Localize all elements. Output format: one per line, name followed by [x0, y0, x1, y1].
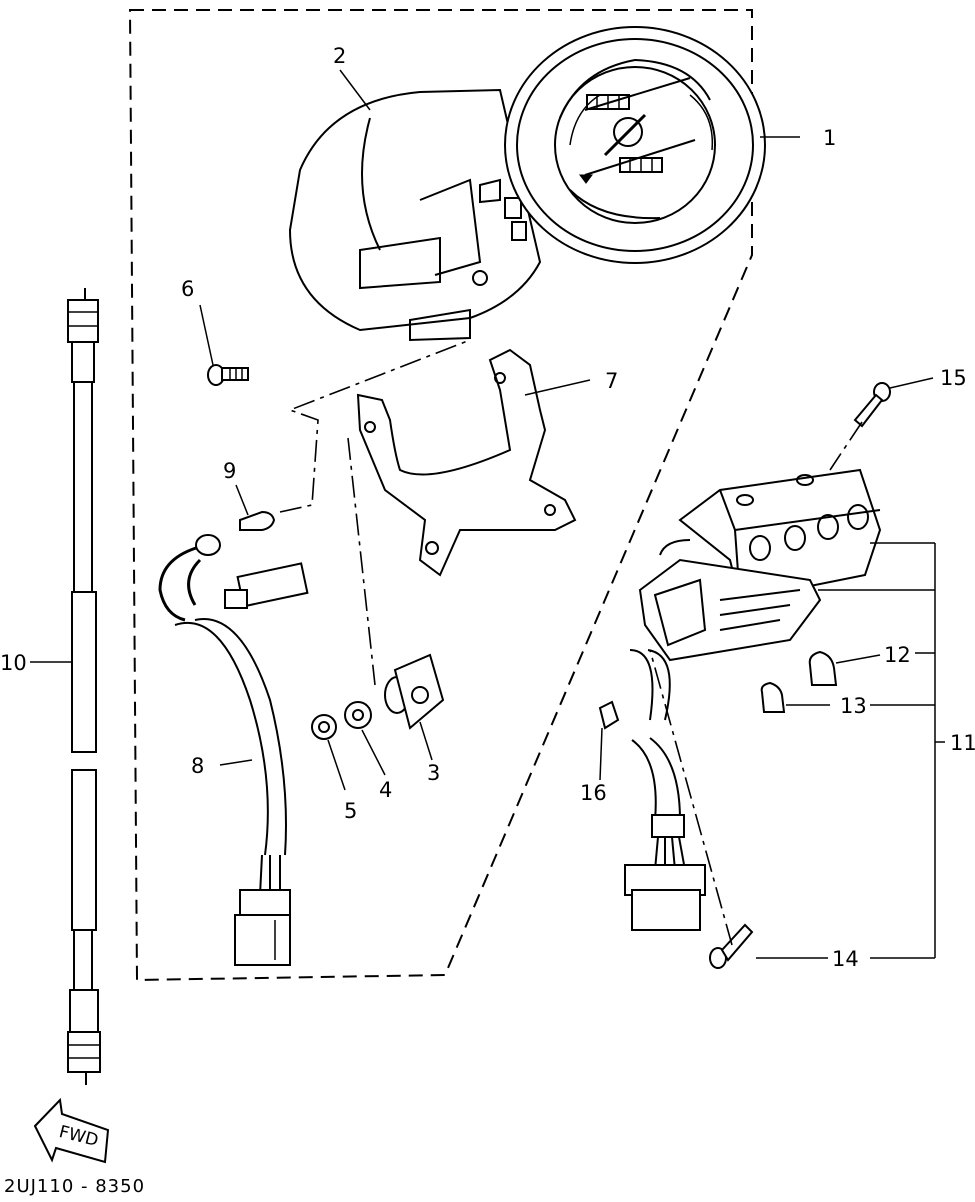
callout-1: 1	[823, 126, 836, 150]
meter-bracket	[356, 348, 577, 577]
callout-13: 13	[840, 694, 867, 718]
drawing-code: 2UJ110 - 8350	[4, 1176, 145, 1197]
centerline-bulb-9	[279, 339, 471, 513]
bulb-socket-16	[598, 700, 620, 730]
callout-10: 10	[0, 651, 27, 675]
speedometer	[288, 26, 766, 342]
bulb-9	[239, 510, 276, 531]
speedometer-cable	[67, 288, 101, 1085]
callout-9: 9	[223, 459, 236, 483]
callout-15: 15	[940, 366, 967, 390]
screw-15	[853, 382, 891, 428]
callout-2: 2	[333, 44, 346, 68]
nut-5	[311, 714, 337, 740]
leader-lines	[30, 69, 945, 959]
centerline-screw-15	[829, 421, 863, 471]
callout-6: 6	[181, 277, 194, 301]
callout-11: 11	[950, 731, 975, 755]
assembly-boundary	[128, 9, 753, 982]
screw-6	[207, 364, 249, 386]
centerline-screw-14	[649, 649, 733, 946]
callout-12: 12	[884, 643, 911, 667]
washer-4	[344, 701, 372, 729]
callout-3: 3	[427, 761, 440, 785]
callout-5: 5	[344, 799, 357, 823]
centerline-grommet	[347, 437, 376, 686]
callout-4: 4	[379, 778, 392, 802]
bulb-13	[760, 681, 786, 713]
callout-16: 16	[580, 781, 607, 805]
screw-14	[709, 923, 754, 969]
forward-arrow-icon: FWD	[33, 1097, 110, 1164]
lead-wire	[158, 534, 309, 966]
indicator-light-unit	[624, 468, 882, 931]
callout-14: 14	[832, 947, 859, 971]
callout-8: 8	[191, 754, 204, 778]
callout-7: 7	[605, 369, 618, 393]
grommet-3	[384, 653, 445, 730]
bulb-12	[808, 650, 838, 686]
